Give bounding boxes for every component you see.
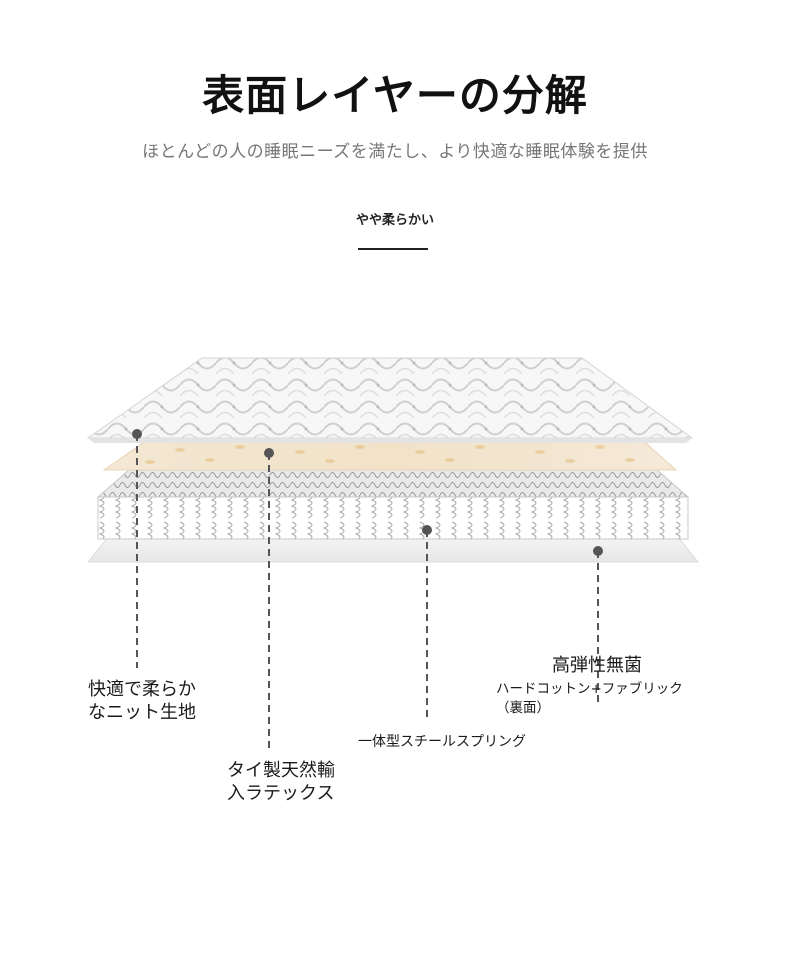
- label-steel-spring: 一体型スチールスプリング: [358, 734, 526, 750]
- page-title: 表面レイヤーの分解: [202, 71, 588, 120]
- label-cotton-sub: ハードコットン+ファブリック （裏面）: [496, 680, 683, 718]
- label-thai-latex: タイ製天然輸入ラテックス: [227, 760, 335, 804]
- tab-underline: [358, 248, 428, 250]
- knit-top-layer: [86, 357, 694, 443]
- label-cotton-sub-line1: ハードコットン+ファブリック: [496, 681, 683, 697]
- label-cotton-title: 高弾性無菌: [552, 655, 642, 676]
- label-knit-fabric: 快適で柔らかなニット生地: [88, 679, 196, 723]
- base-cotton-layer: [86, 536, 700, 563]
- leader-dots: [132, 429, 603, 556]
- spring-unit: [96, 461, 690, 540]
- label-cotton-sub-line2: （裏面）: [496, 699, 550, 716]
- leader-lines: [136, 434, 599, 748]
- tab-soft[interactable]: やや柔らかい: [355, 213, 434, 228]
- page-subtitle: ほとんどの人の睡眠ニーズを満たし、より快適な睡眠体験を提供: [142, 142, 648, 162]
